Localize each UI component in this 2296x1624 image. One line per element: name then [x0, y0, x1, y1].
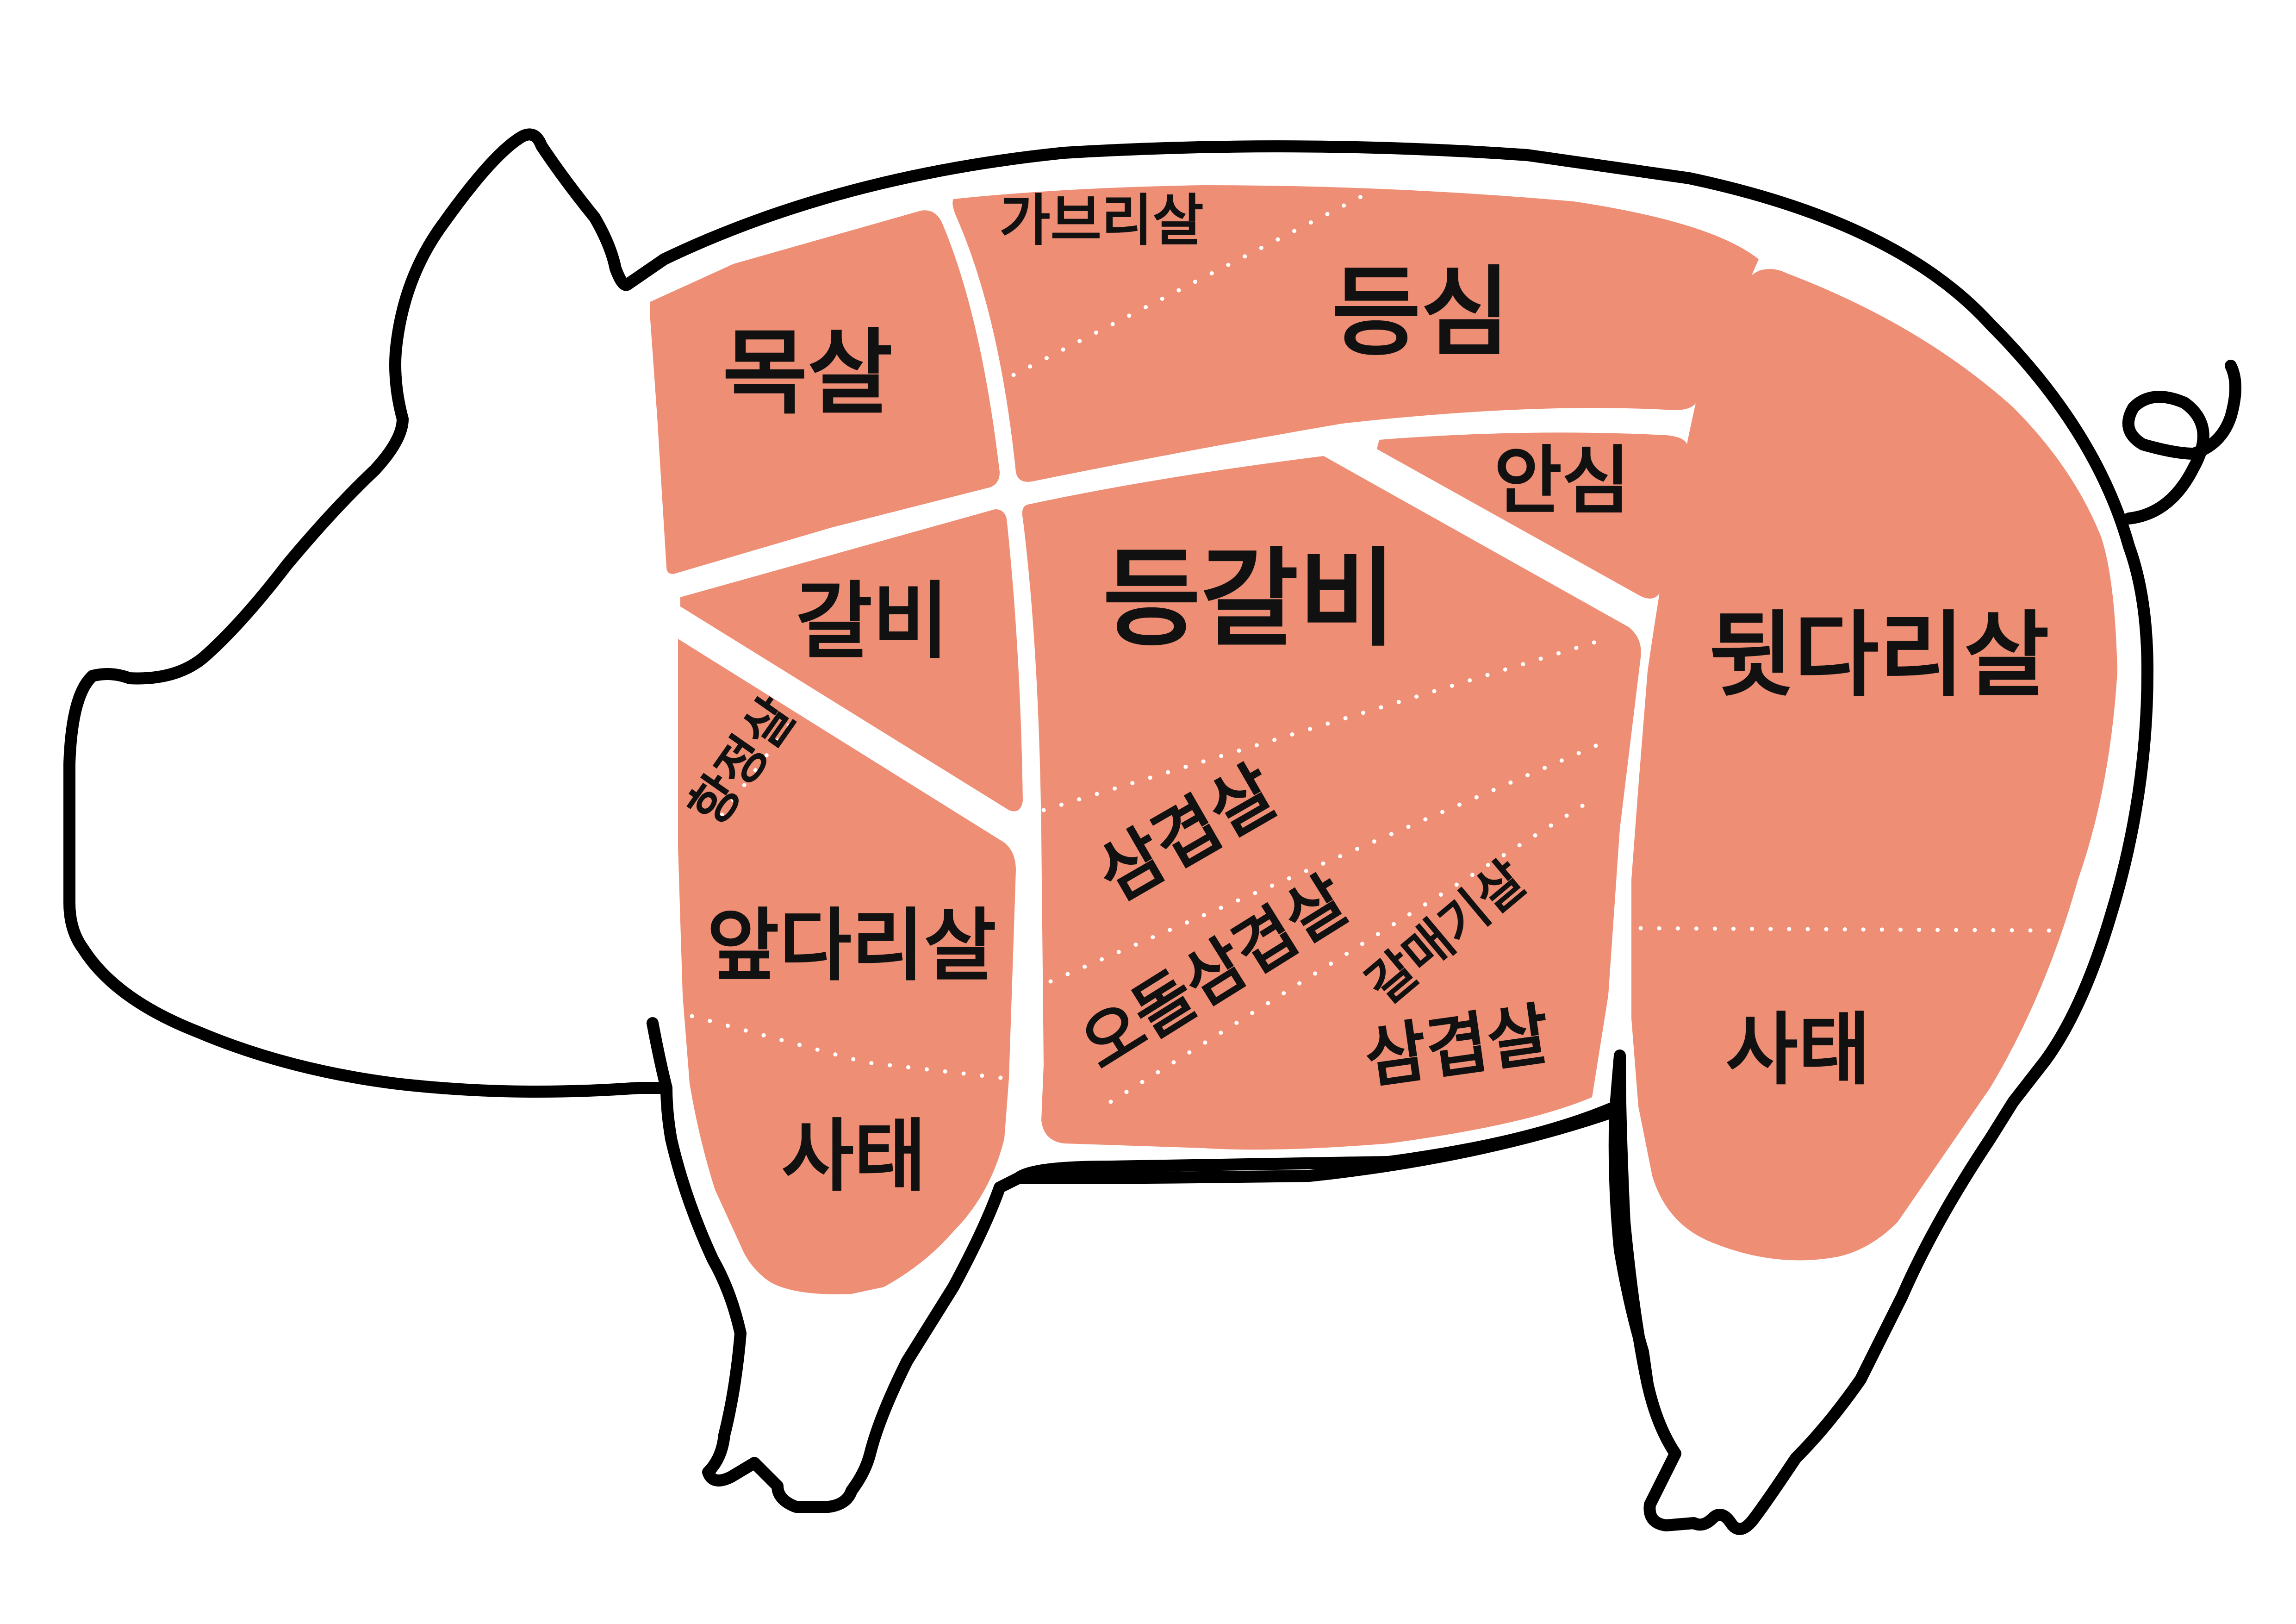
tail-outline	[2122, 360, 2241, 525]
divider-dwitdari-satae	[1638, 926, 2053, 933]
region-apdarisal[interactable]	[678, 639, 1016, 1294]
region-moksal[interactable]	[650, 210, 1000, 574]
label-moksal: 목살	[722, 319, 893, 427]
region-deungsim[interactable]	[952, 185, 1759, 482]
label-deungsim: 등심	[1332, 256, 1510, 369]
belly-outline	[1012, 1103, 1617, 1184]
divider-galmaegi-upper	[1108, 803, 1585, 1104]
divider-samgyeop-odol	[1048, 743, 1599, 984]
label-deunggalbi: 등갈비	[1103, 537, 1397, 661]
region-galbi[interactable]	[680, 509, 1023, 812]
divider-gabeuri-deungsim	[1011, 187, 1377, 377]
label-satae-rear: 사태	[1726, 1004, 1871, 1096]
label-galbi: 갈비	[796, 573, 949, 670]
label-satae-front: 사태	[782, 1111, 927, 1202]
label-ansim: 안심	[1494, 437, 1630, 524]
region-ansim[interactable]	[1377, 432, 1688, 599]
cut-regions	[650, 185, 2117, 1294]
label-apdarisal: 앞다리살	[707, 900, 996, 992]
rear-leg-inner-outline	[1608, 1105, 1654, 1390]
dotted-divider-lines	[690, 187, 2053, 1104]
pig-outline	[63, 128, 2153, 1535]
label-dwitdarisal: 뒷다리살	[1709, 602, 2049, 710]
front-leg-inner-outline	[647, 1017, 672, 1094]
region-dwitdarisal[interactable]	[1631, 269, 2117, 1261]
region-deunggalbi-samgyeopsal[interactable]	[1022, 456, 1641, 1150]
label-gabeurisal: 가브리살	[999, 189, 1204, 253]
